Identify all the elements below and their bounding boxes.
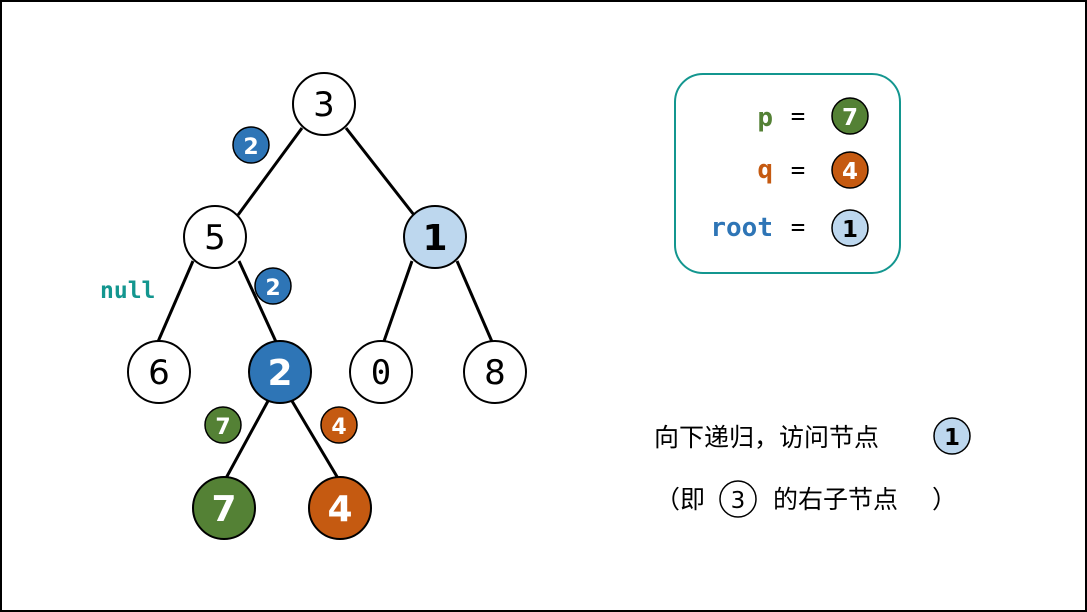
tree-edges	[155, 127, 495, 481]
svg-text:1: 1	[944, 425, 960, 451]
legend-root-label: root	[710, 213, 773, 243]
badge-root-left: 2	[232, 126, 270, 164]
node-4: 4	[308, 476, 372, 540]
edge-3-5	[236, 127, 304, 216]
legend-p-label: p	[757, 103, 773, 133]
node-5: 5	[183, 205, 247, 269]
legend-q-equals: =	[791, 156, 805, 184]
node-8: 8	[463, 340, 527, 404]
edge-3-1	[344, 127, 416, 216]
edge-1-8	[455, 260, 495, 345]
node-0: 0	[349, 340, 413, 404]
svg-text:1: 1	[842, 217, 858, 243]
variable-legend: p = 7 q = 4 root = 1	[674, 73, 901, 274]
svg-text:2: 2	[243, 135, 258, 160]
svg-text:3: 3	[731, 488, 746, 514]
svg-text:7: 7	[842, 105, 858, 131]
edge-2-4	[290, 400, 341, 481]
legend-p-node: 7	[831, 97, 869, 135]
svg-text:4: 4	[327, 489, 352, 530]
svg-text:7: 7	[211, 489, 236, 530]
edge-2-7	[223, 400, 270, 481]
caption-line2-open: （即	[655, 485, 705, 514]
svg-text:4: 4	[331, 415, 346, 440]
svg-text:2: 2	[265, 276, 280, 301]
node-2: 2	[248, 340, 312, 404]
svg-text:6: 6	[148, 353, 170, 393]
node-6: 6	[127, 340, 191, 404]
caption-line1-text: 向下递归，访问节点	[654, 423, 879, 452]
caption: 向下递归，访问节点 1 （即 3 的右子节点 ）	[654, 417, 971, 518]
caption-line2-text: 的右子节点	[773, 485, 898, 514]
badge-two-right: 4	[320, 406, 358, 444]
svg-text:2: 2	[267, 353, 292, 394]
node-3: 3	[292, 72, 356, 136]
caption-line2-node: 3	[719, 480, 757, 518]
svg-text:8: 8	[484, 353, 506, 393]
edge-1-0	[381, 260, 414, 345]
svg-text:4: 4	[842, 159, 858, 185]
edge-5-2	[237, 260, 279, 345]
legend-p-equals: =	[791, 102, 805, 130]
svg-text:5: 5	[204, 218, 226, 258]
legend-root-equals: =	[791, 213, 805, 241]
edge-5-6	[155, 260, 195, 345]
legend-q-node: 4	[831, 151, 869, 189]
svg-text:0: 0	[371, 353, 391, 393]
caption-line2-close: ）	[932, 485, 957, 514]
badge-five-right: 2	[254, 267, 292, 305]
legend-root-node: 1	[831, 209, 869, 247]
null-label: null	[100, 278, 155, 304]
svg-text:7: 7	[215, 415, 230, 440]
caption-line1-node: 1	[933, 417, 971, 455]
legend-q-label: q	[757, 155, 773, 185]
node-1: 1	[403, 205, 467, 269]
svg-text:3: 3	[313, 85, 335, 125]
svg-text:1: 1	[422, 218, 447, 259]
badge-two-left: 7	[204, 406, 242, 444]
node-7: 7	[192, 476, 256, 540]
